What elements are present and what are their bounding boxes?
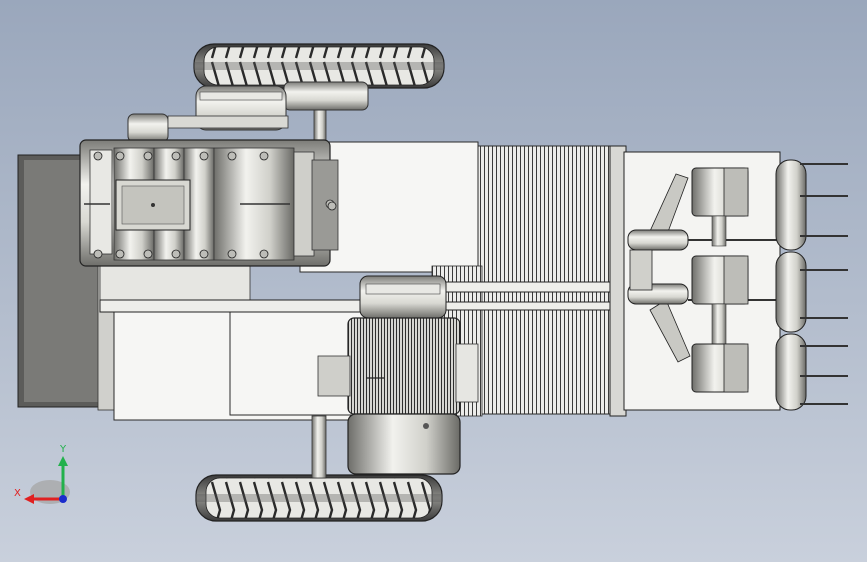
y-axis-arrow xyxy=(58,456,68,466)
z-axis-dot xyxy=(59,495,67,503)
bottom-wheel[interactable] xyxy=(195,474,443,522)
motor-pulley[interactable] xyxy=(359,275,447,319)
stepper-motor-top[interactable] xyxy=(691,167,749,247)
gearbox[interactable] xyxy=(79,139,339,267)
electric-motor[interactable] xyxy=(317,317,479,475)
coordinate-triad: Y X xyxy=(14,444,70,504)
gearbox-bolts xyxy=(93,151,335,259)
x-axis-arrow xyxy=(24,494,34,504)
top-wheel[interactable] xyxy=(193,43,445,89)
stepper-motor-middle[interactable] xyxy=(691,255,749,345)
stepper-motor-bottom[interactable] xyxy=(691,343,749,393)
bottom-axle-shaft xyxy=(311,415,327,479)
chain-sprocket[interactable] xyxy=(127,113,289,143)
y-axis-label: Y xyxy=(59,444,67,455)
chassis-bolt xyxy=(327,201,337,211)
output-rollers[interactable] xyxy=(775,159,807,411)
crank-linkage[interactable] xyxy=(627,173,780,363)
x-axis-label: X xyxy=(14,488,21,499)
output-prongs xyxy=(800,163,848,405)
